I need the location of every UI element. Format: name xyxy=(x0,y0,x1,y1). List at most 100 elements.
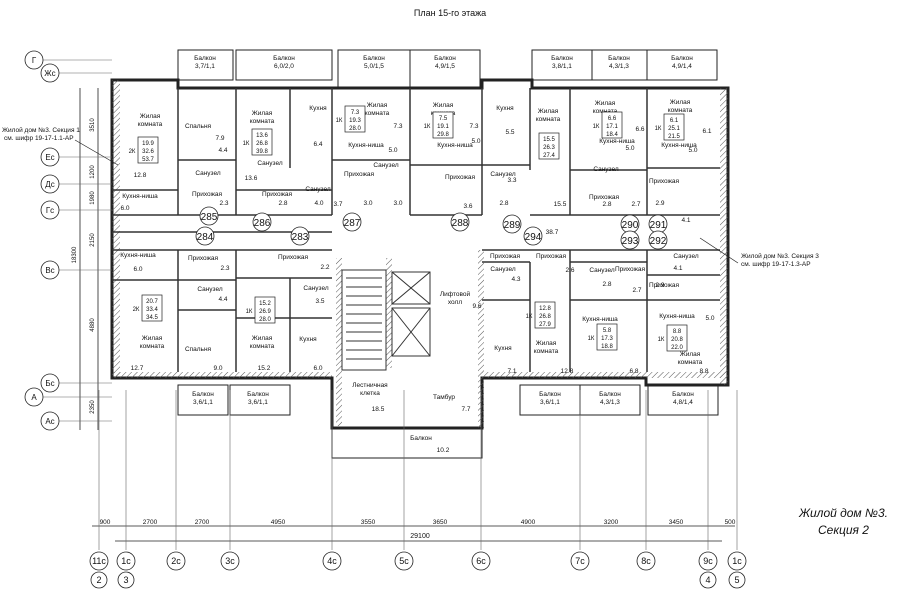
dimension-label: 4950 xyxy=(271,519,286,526)
apartment-number-circle xyxy=(620,230,640,250)
stamp-value: 28.0 xyxy=(259,317,271,323)
stamp-value: 22.0 xyxy=(671,345,683,351)
apartment-area-stamps: 19.932.653.72К13.626.839.81К7.319.328.01… xyxy=(129,105,688,352)
caption-line-2: Секция 2 xyxy=(818,523,869,537)
balcony-area: 4,9/1,4 xyxy=(672,63,692,70)
room-name: Прихожая xyxy=(649,178,680,185)
stamp-value: 12.8 xyxy=(539,306,551,312)
axis-label: 6с xyxy=(476,556,486,566)
dimension-label: 4900 xyxy=(521,519,536,526)
room-name: комната xyxy=(593,108,618,115)
apartment-number-circle xyxy=(195,226,215,246)
area-value: 12.7 xyxy=(131,365,144,372)
balcony-area: 3,7/1,1 xyxy=(195,63,215,70)
room-name: Санузел xyxy=(257,160,283,167)
room-name: комната xyxy=(250,343,275,350)
area-value: 5.5 xyxy=(505,129,514,136)
balconies-bottom xyxy=(177,384,719,459)
stamp-room-count: 1К xyxy=(243,141,250,147)
balcony-area: 4,3/1,3 xyxy=(609,63,629,70)
balcony-area: 6,0/2,0 xyxy=(274,63,294,70)
room-name: Кухня-ниша xyxy=(437,142,473,149)
dimension-label: 3550 xyxy=(361,519,376,526)
area-value: 3.5 xyxy=(315,298,324,305)
stamp-value: 15.2 xyxy=(259,301,271,307)
stamp-value: 18.8 xyxy=(601,344,613,350)
axis-grid-lines-horizontal xyxy=(43,59,112,422)
axis-label: Ас xyxy=(45,417,54,426)
stamp-value: 6.1 xyxy=(670,118,679,124)
stamp-value: 26.3 xyxy=(543,145,555,151)
note-left-line-1: Жилой дом №3. Секция 1 xyxy=(2,126,80,134)
room-name: Санузел xyxy=(305,186,331,193)
stamp-value: 32.6 xyxy=(142,149,154,155)
axis-bubble xyxy=(728,571,746,589)
apartment-number: 293 xyxy=(622,236,639,247)
stamp-value: 6.6 xyxy=(608,116,617,122)
axis-bubble xyxy=(40,200,60,220)
room-name: Жилая xyxy=(140,113,161,120)
room-name: Кухня xyxy=(494,345,512,352)
stamp-value: 53.7 xyxy=(142,157,154,163)
balcony-label: Балкон xyxy=(194,55,216,62)
stamp-box xyxy=(251,128,273,156)
area-value: 2.7 xyxy=(631,201,640,208)
room-name: Санузел xyxy=(490,171,516,178)
area-value: 3.0 xyxy=(393,200,402,207)
apartment-number-circle xyxy=(199,206,219,226)
balcony-area: 3,6/1,1 xyxy=(193,399,213,406)
stamp-room-count: 1К xyxy=(336,118,343,124)
stamp-box xyxy=(601,111,623,139)
room-name: Жилая xyxy=(536,340,557,347)
axis-label: А xyxy=(31,393,37,402)
room-name: клетка xyxy=(360,390,380,397)
area-value: 5.0 xyxy=(705,315,714,322)
axis-label: 11с xyxy=(92,556,106,566)
room-name: Кухня xyxy=(496,105,514,112)
room-name: комната xyxy=(536,116,561,123)
axis-label: 5 xyxy=(734,575,739,585)
area-value: 5.0 xyxy=(388,147,397,154)
stamp-value: 26.8 xyxy=(539,314,551,320)
room-name: Жилая xyxy=(595,100,616,107)
axis-bubble xyxy=(40,147,60,167)
axis-label: 2с xyxy=(171,556,181,566)
area-value: 38.7 xyxy=(546,229,559,236)
area-value: 8.8 xyxy=(699,368,708,375)
axis-bubble xyxy=(636,551,656,571)
room-name: Санузел xyxy=(490,266,516,273)
balcony-label: Балкон xyxy=(539,391,561,398)
note-left-line-2: см. шифр 19-17-1.1-АР xyxy=(4,135,74,142)
dimension-lines xyxy=(79,88,735,542)
stamp-room-count: 2К xyxy=(129,149,136,155)
dimension-label: 4880 xyxy=(90,318,96,332)
room-name: Кухня-ниша xyxy=(122,193,158,200)
dimension-label: 900 xyxy=(100,519,111,526)
area-value: 2.8 xyxy=(499,200,508,207)
room-name: Жилая xyxy=(252,110,273,117)
room-name: комната xyxy=(678,359,703,366)
note-left: Жилой дом №3. Секция 1 см. шифр 19-17-1.… xyxy=(2,126,119,166)
axis-bubble xyxy=(117,571,135,589)
area-value: 12.8 xyxy=(134,172,147,179)
stamp-value: 26.9 xyxy=(259,309,271,315)
area-value: 15.5 xyxy=(554,201,567,208)
area-value: 2.2 xyxy=(320,264,329,271)
stamp-value: 19.9 xyxy=(142,141,154,147)
stamp-value: 39.8 xyxy=(256,149,268,155)
stamp-value: 20.7 xyxy=(146,299,158,305)
axis-grid-lines xyxy=(98,390,738,550)
note-right-line-2: см. шифр 19-17-1.3-АР xyxy=(741,261,811,268)
room-name: Балкон xyxy=(410,435,432,442)
balcony-label: Балкон xyxy=(671,55,693,62)
caption-line-1: Жилой дом №3. xyxy=(799,506,888,520)
apartment-number: 287 xyxy=(344,218,361,229)
room-name: Жилая xyxy=(142,335,163,342)
axis-bubble xyxy=(24,50,44,70)
room-name: Прихожая xyxy=(649,282,680,289)
